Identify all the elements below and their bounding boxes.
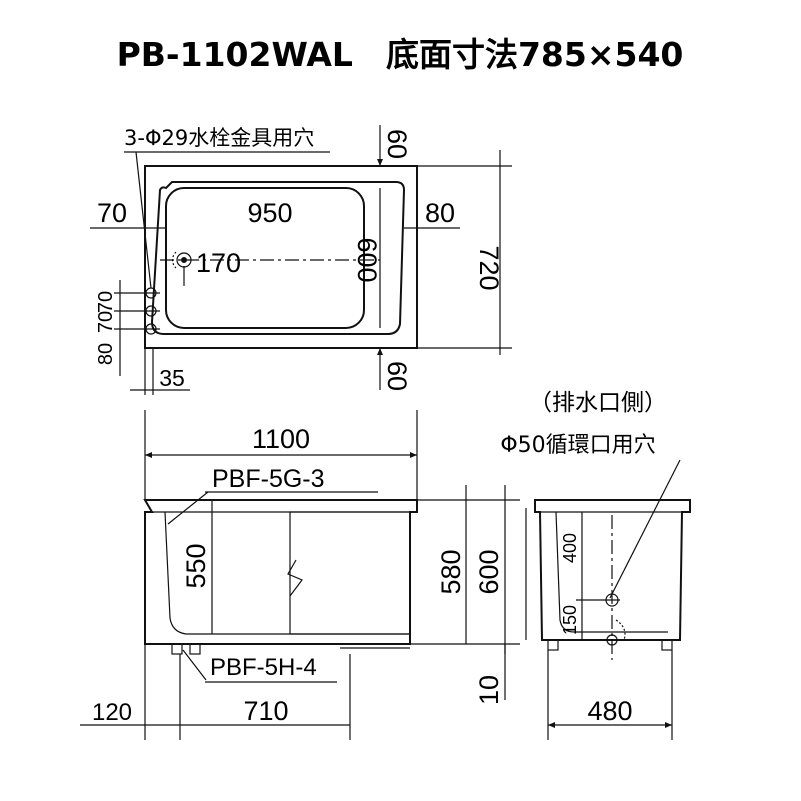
drain-side-label: （排水口側） [529,390,667,416]
dim-inner-950: 950 [247,198,292,228]
dim-550: 550 [181,543,211,588]
leg-label-leader [182,649,207,681]
circulation-label-leader [609,459,681,599]
dim-hole-70a: 70 [95,291,117,313]
faucet-hole-label: 3-Φ29水栓金具用穴 [124,126,314,150]
apron-label: PBF-5G-3 [212,465,325,493]
dim-35: 35 [159,365,185,391]
dim-hole-70b: 70 [95,311,117,333]
leg-label: PBF-5H-4 [210,654,317,681]
dim-right-80: 80 [425,198,455,228]
side-view: （排水口側） Φ50循環口用穴 400 150 480 [500,390,691,740]
side-tub-body [534,499,691,641]
plan-tub-floor [165,187,365,329]
front-view: 1100 PBF-5G-3 550 580 600 10 PBF-5H-4 12… [80,410,520,740]
page-title: PB-1102WAL 底面寸法785×540 [117,35,684,74]
dim-left-70: 70 [97,198,127,228]
circulation-label: Φ50循環口用穴 [500,433,655,458]
dim-710: 710 [243,696,288,726]
dim-total-720: 720 [474,245,504,290]
dim-480: 480 [587,696,632,726]
dim-120: 120 [92,699,132,726]
dim-bottom-60: 60 [382,361,412,391]
plan-outer-rim [144,165,418,349]
dim-400: 400 [560,533,580,563]
faucet-label-leader [135,151,152,289]
plan-view: 3-Φ29水栓金具用穴 60 70 950 80 170 600 720 70 … [90,125,512,395]
plan-tub-rim [150,181,406,335]
dim-600: 600 [474,549,504,594]
dim-150: 150 [560,605,580,635]
front-apron-panel [289,511,411,635]
dim-10: 10 [474,675,504,705]
dim-top-60: 60 [382,129,412,159]
dim-inner-600: 600 [352,237,382,282]
leg-left2-icon [189,643,201,655]
front-inner-profile [164,511,410,635]
side-inner-profile [555,511,668,633]
dim-hole-80: 80 [95,343,117,365]
dim-width-1100: 1100 [252,424,310,454]
side-leg-right-icon [661,639,673,651]
dim-drain-170: 170 [196,248,241,278]
apron-label-leader [167,491,209,525]
leg-left-icon [171,643,183,655]
front-break-mark [287,559,303,597]
dim-580: 580 [436,549,466,594]
drain-hole-center-icon [181,257,187,263]
side-swing-icon [615,619,626,641]
side-leg-left-icon [547,639,559,651]
